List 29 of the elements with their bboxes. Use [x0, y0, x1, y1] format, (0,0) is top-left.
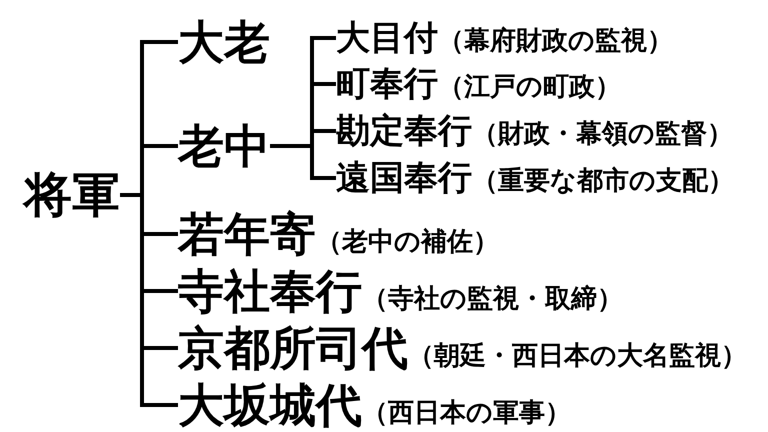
node-label: 若年寄 [178, 211, 316, 257]
connector-line [310, 36, 336, 40]
connector-line [310, 82, 336, 86]
connector-line [140, 289, 178, 293]
connector-line [140, 232, 178, 236]
description-text: （老中の補佐） [316, 229, 499, 255]
connector-line [140, 40, 178, 44]
node-label: 将軍 [24, 171, 120, 219]
node-label: 老中 [178, 123, 270, 169]
connector-line [310, 176, 336, 180]
description-text: （朝廷・西日本の大名監視） [408, 343, 747, 369]
description-text: （西日本の軍事） [362, 400, 571, 426]
connector-line [140, 144, 178, 148]
node-label: 京都所司代 [178, 325, 408, 371]
description-text: （幕府財政の監視） [438, 28, 673, 54]
description-text: （江戸の町政） [438, 74, 621, 100]
connector-line [140, 403, 178, 407]
node-label: 大坂城代 [178, 382, 362, 428]
description-text: （重要な都市の支配） [472, 168, 734, 194]
connector-line [140, 346, 178, 350]
node-label: 大目付 [336, 21, 438, 55]
node-label: 遠国奉行 [336, 161, 472, 195]
node-label: 勘定奉行 [336, 114, 472, 148]
node-label: 町奉行 [336, 67, 438, 101]
node-label: 大老 [178, 19, 270, 65]
description-text: （財政・幕領の監督） [472, 121, 733, 147]
connector-line [310, 129, 336, 133]
description-text: （寺社の監視・取締） [362, 286, 623, 312]
node-label: 寺社奉行 [178, 268, 362, 314]
